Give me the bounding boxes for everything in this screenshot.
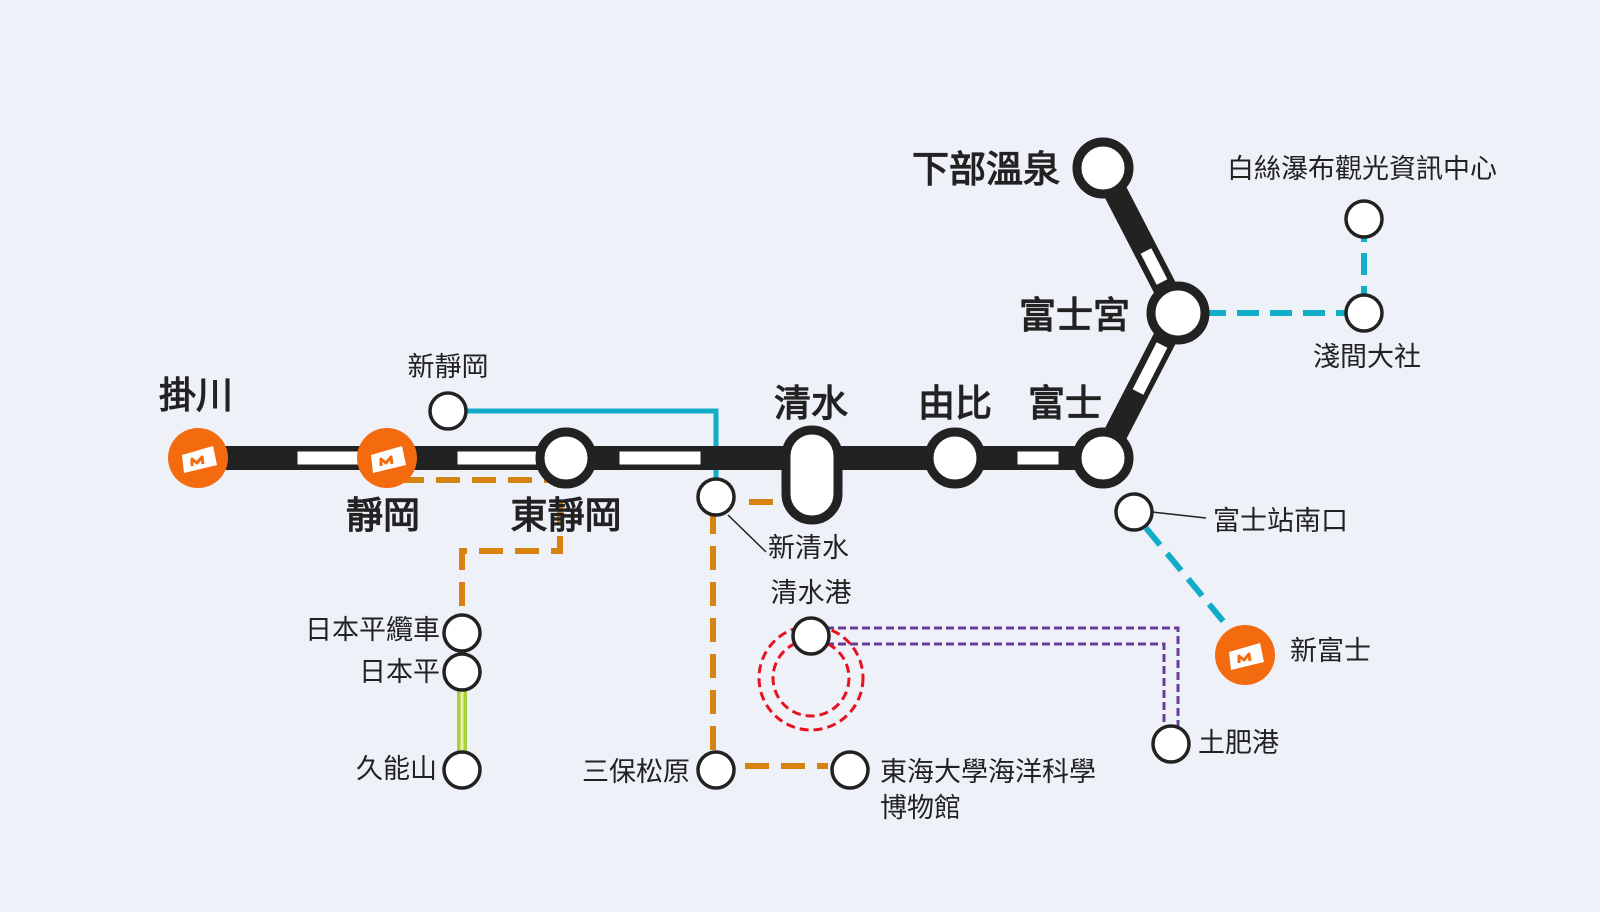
station-shimizu[interactable] xyxy=(781,425,843,525)
label-shimobe-onsen: 下部溫泉 xyxy=(912,148,1060,191)
station-nihondaira[interactable] xyxy=(442,652,482,692)
station-nihondaira-ropeway[interactable] xyxy=(442,613,482,653)
port-ring-inner xyxy=(771,638,851,718)
label-fujinomiya: 富士宮 xyxy=(1019,294,1130,337)
label-fuji: 富士 xyxy=(1028,382,1102,425)
station-shimizu-port[interactable] xyxy=(791,616,831,656)
label-tokai-museum-line2: 博物館 xyxy=(880,793,961,824)
purple-ferry-outer xyxy=(826,626,1180,735)
station-fuji-south[interactable] xyxy=(1114,492,1154,532)
label-kakegawa: 掛川 xyxy=(159,374,233,417)
purple-ferry-inner xyxy=(826,642,1166,735)
station-shimobe-onsen[interactable] xyxy=(1072,137,1134,199)
label-tokai-museum-line1: 東海大學海洋科學 xyxy=(880,757,1096,788)
station-shin-shizuoka[interactable] xyxy=(428,391,468,431)
station-toi-port[interactable] xyxy=(1151,724,1191,764)
label-miho: 三保松原 xyxy=(582,757,690,788)
shinkansen-station-kakegawa[interactable] xyxy=(168,428,228,488)
cyan-dashed-fujisouth-shinfuji xyxy=(1143,526,1231,629)
shinkansen-train-icon xyxy=(1229,643,1264,670)
small-stations xyxy=(428,199,1384,790)
label-shin-fuji: 新富士 xyxy=(1290,636,1371,667)
label-kunozan: 久能山 xyxy=(356,754,437,785)
station-kunozan[interactable] xyxy=(442,750,482,790)
station-sengen-taisha[interactable] xyxy=(1344,293,1384,333)
label-sengen-taisha: 淺間大社 xyxy=(1313,342,1421,373)
label-shin-shimizu: 新清水 xyxy=(768,533,849,564)
shinkansen-station-shizuoka[interactable] xyxy=(357,428,417,488)
connector-fuji-south xyxy=(1151,511,1207,519)
label-fuji-south: 富士站南口 xyxy=(1213,506,1348,537)
label-nihondaira: 日本平 xyxy=(359,657,440,688)
label-shiraito-info: 白絲瀑布觀光資訊中心 xyxy=(1227,154,1497,185)
station-shin-shimizu[interactable] xyxy=(696,477,736,517)
label-shimizu: 清水 xyxy=(774,382,849,425)
station-shiraito-info[interactable] xyxy=(1344,199,1384,239)
station-yui[interactable] xyxy=(924,427,986,489)
label-higashi-shizuoka: 東靜岡 xyxy=(511,494,622,537)
shinkansen-train-icon xyxy=(371,446,406,473)
station-fuji[interactable] xyxy=(1072,427,1134,489)
label-shin-shizuoka: 新靜岡 xyxy=(408,352,489,383)
label-shimizu-port: 清水港 xyxy=(771,578,852,609)
orange-route-shizuoka-nihondaira xyxy=(400,477,563,626)
label-shizuoka: 靜岡 xyxy=(346,494,420,537)
label-toi-port: 土肥港 xyxy=(1198,728,1279,759)
station-miho[interactable] xyxy=(696,750,736,790)
station-fujinomiya[interactable] xyxy=(1146,281,1210,345)
label-nihondaira-ropeway: 日本平纜車 xyxy=(305,615,440,646)
shinkansen-train-icon xyxy=(182,446,217,473)
shinkansen-station-shin-fuji[interactable] xyxy=(1215,625,1275,685)
station-tokai-museum[interactable] xyxy=(830,750,870,790)
label-yui: 由比 xyxy=(918,382,992,425)
station-higashi-shizuoka[interactable] xyxy=(535,427,597,489)
connector-shinshimizu xyxy=(727,514,767,553)
cyan-dashed-fujinomiya-sengen-shiraito xyxy=(1204,233,1367,316)
